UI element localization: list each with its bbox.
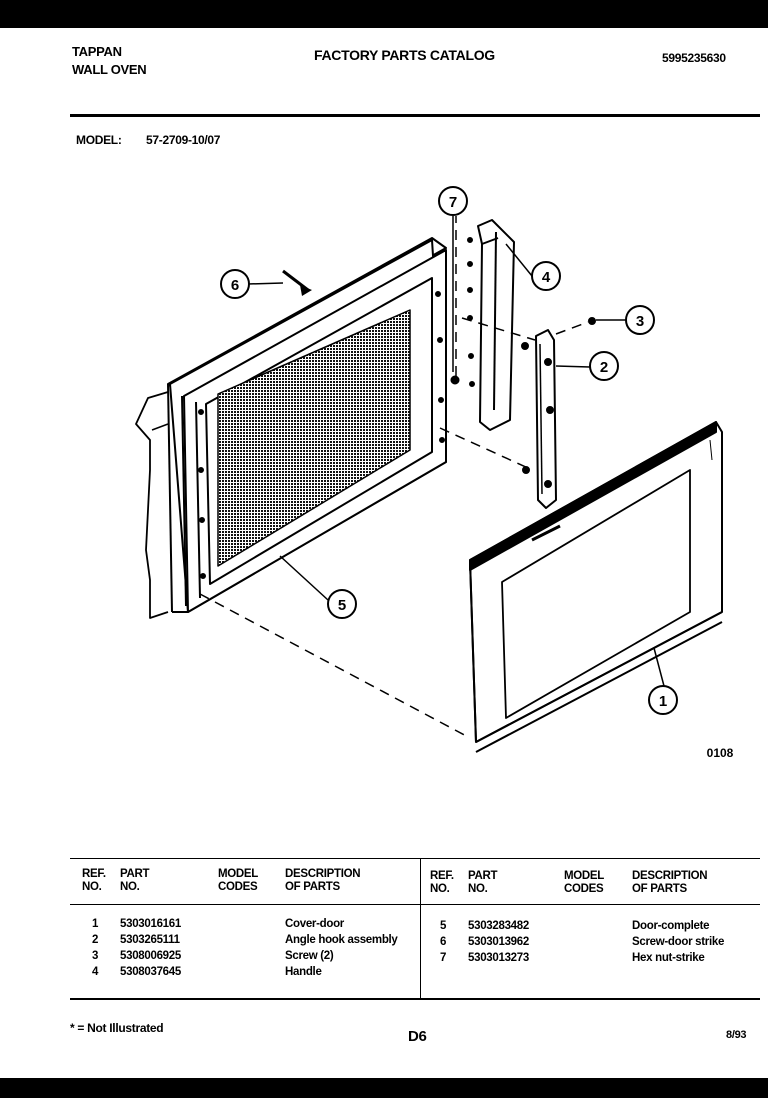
door-complete-part-1 [469, 421, 723, 753]
callout-7-circle [438, 186, 468, 216]
row-ref: 6 [440, 936, 447, 948]
page-number: D6 [408, 1028, 427, 1045]
callout-4-circle [531, 261, 561, 291]
header-divider [70, 114, 760, 117]
callout-1: 1 [659, 693, 667, 710]
model-label: MODEL: [76, 133, 122, 147]
table-column-divider [420, 858, 421, 998]
hex-nut-part-7 [450, 375, 460, 385]
row-part-number: 5303013962 [468, 936, 529, 948]
row-ref: 5 [440, 920, 447, 932]
row-ref: 4 [92, 966, 99, 978]
row-ref: 7 [440, 952, 447, 964]
screw-part-3 [588, 317, 596, 325]
callout-2: 2 [600, 359, 608, 376]
row-description: Angle hook assembly [285, 934, 398, 946]
row-description: Handle [285, 966, 322, 978]
row-part-number: 5308037645 [120, 966, 181, 978]
catalog-number: 5995235630 [662, 51, 726, 65]
row-part-number: 5303283482 [468, 920, 529, 932]
table-bottom-rule [70, 998, 760, 1000]
row-part-number: 5303013273 [468, 952, 529, 964]
row-description: Screw-door strike [632, 936, 725, 948]
angle-hook-part-2 [521, 329, 557, 509]
callout-3: 3 [636, 313, 644, 330]
row-description: Hex nut-strike [632, 952, 705, 964]
top-scan-border [0, 0, 768, 28]
bottom-scan-border [0, 1078, 768, 1098]
row-ref: 3 [92, 950, 99, 962]
callout-3-circle [625, 305, 655, 335]
page-title: FACTORY PARTS CATALOG [314, 47, 495, 63]
row-ref: 1 [92, 918, 99, 930]
model-number: 57-2709-10/07 [146, 133, 221, 147]
product-type: WALL OVEN [72, 62, 147, 77]
row-description: Cover-door [285, 918, 344, 930]
brand-name: TAPPAN [72, 44, 122, 59]
callout-5-circle [327, 589, 357, 619]
callout-4: 4 [542, 269, 551, 286]
callout-6: 6 [231, 277, 239, 294]
table-header-rule [70, 904, 760, 905]
exploded-parts-diagram: 1 2 3 4 5 6 7 0108 [135, 186, 734, 760]
header-ref-left: REF.NO. [82, 868, 106, 893]
not-illustrated-note: * = Not Illustrated [70, 1021, 164, 1035]
table-top-rule [70, 858, 760, 859]
figure-code: 0108 [707, 746, 734, 760]
row-description: Door-complete [632, 920, 710, 932]
row-description: Screw (2) [285, 950, 334, 962]
row-part-number: 5303265111 [120, 934, 180, 946]
callout-2-circle [589, 351, 619, 381]
callout-1-circle [648, 685, 678, 715]
row-part-number: 5308006925 [120, 950, 181, 962]
callout-7: 7 [449, 194, 457, 211]
door-cover-part-5 [167, 237, 447, 613]
row-ref: 2 [92, 934, 99, 946]
callout-5: 5 [338, 597, 346, 614]
header-ref-right: REF.NO. [430, 870, 454, 895]
handle-part-4 [467, 219, 515, 431]
row-part-number: 5303016161 [120, 918, 181, 930]
revision-date: 8/93 [726, 1029, 747, 1041]
callout-6-circle [220, 269, 250, 299]
